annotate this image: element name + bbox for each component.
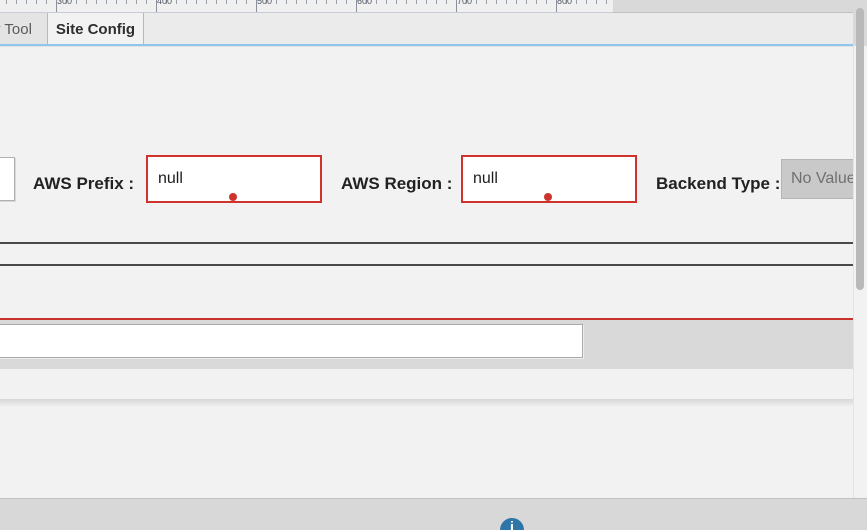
ruler-minor-tick: [366, 0, 367, 4]
backend-type-value: No Value: [791, 170, 856, 187]
tab-site-config[interactable]: Site Config: [48, 13, 144, 45]
ruler-label: 300: [57, 0, 73, 6]
ruler-minor-tick: [596, 0, 597, 4]
ruler-minor-tick: [536, 0, 537, 4]
section-divider-lower: [0, 264, 853, 266]
config-form-row: AWS Prefix : null AWS Region : null Back…: [0, 155, 867, 213]
ruler-minor-tick: [436, 0, 437, 4]
ruler-major-tick: [556, 0, 557, 12]
ruler-minor-tick: [176, 0, 177, 4]
aws-region-value: null: [473, 170, 498, 187]
ruler-minor-tick: [266, 0, 267, 4]
ruler-minor-tick: [126, 0, 127, 4]
ruler-minor-tick: [306, 0, 307, 4]
aws-prefix-label: AWS Prefix :: [33, 174, 135, 193]
lower-panel: [0, 369, 853, 399]
ruler-minor-tick: [76, 0, 77, 4]
ruler-minor-tick: [446, 0, 447, 4]
ruler-major-tick: [256, 0, 257, 12]
ruler-minor-tick: [166, 0, 167, 4]
panel-shadow: [0, 399, 853, 407]
ruler-minor-tick: [196, 0, 197, 4]
ruler-label: 700: [457, 0, 473, 6]
tab-bar-filler: [145, 13, 853, 45]
footer-bar: [0, 498, 867, 530]
ruler-minor-tick: [46, 0, 47, 4]
ruler-minor-tick: [106, 0, 107, 4]
ruler-label: 600: [357, 0, 373, 6]
tab-bar: y Tool Site Config: [0, 13, 867, 46]
info-badge-glyph: i: [509, 519, 515, 530]
aws-prefix-required-dot: [229, 193, 237, 201]
ruler-minor-tick: [486, 0, 487, 4]
ruler-minor-tick: [36, 0, 37, 4]
error-divider: [0, 318, 853, 320]
info-circle-icon[interactable]: i: [500, 518, 524, 530]
ruler-minor-tick: [216, 0, 217, 4]
ruler-minor-tick: [526, 0, 527, 4]
ruler-label: 800: [557, 0, 573, 6]
ruler-minor-tick: [406, 0, 407, 4]
ruler-major-tick: [156, 0, 157, 12]
tab-y-tool-label: y Tool: [0, 20, 32, 38]
ruler-minor-tick: [6, 0, 7, 4]
ruler-minor-tick: [246, 0, 247, 4]
ruler-minor-tick: [506, 0, 507, 4]
ruler-major-tick: [456, 0, 457, 12]
ruler-minor-tick: [376, 0, 377, 4]
ruler-minor-tick: [86, 0, 87, 4]
ruler-minor-tick: [466, 0, 467, 4]
ruler-minor-tick: [326, 0, 327, 4]
aws-prefix-value: null: [158, 170, 183, 187]
ruler-minor-tick: [26, 0, 27, 4]
ruler-minor-tick: [396, 0, 397, 4]
ruler-minor-tick: [336, 0, 337, 4]
ruler-minor-tick: [136, 0, 137, 4]
aws-region-required-dot: [544, 193, 552, 201]
ruler-minor-tick: [16, 0, 17, 4]
ruler-minor-tick: [496, 0, 497, 4]
wide-text-input[interactable]: [0, 324, 583, 358]
ruler-label: 400: [157, 0, 173, 6]
tab-site-config-label: Site Config: [55, 20, 136, 38]
section-divider-upper: [0, 242, 853, 244]
ruler-minor-tick: [546, 0, 547, 4]
ruler-minor-tick: [416, 0, 417, 4]
ruler-minor-tick: [206, 0, 207, 4]
ruler-label: 500: [257, 0, 273, 6]
ruler-minor-tick: [276, 0, 277, 4]
backend-type-label: Backend Type :: [656, 174, 781, 193]
ruler-inactive-region: [613, 0, 867, 13]
ruler-major-tick: [56, 0, 57, 12]
ruler-minor-tick: [606, 0, 607, 4]
ruler-minor-tick: [316, 0, 317, 4]
ruler-minor-tick: [476, 0, 477, 4]
backend-type-input[interactable]: No Value: [781, 159, 867, 199]
ruler-minor-tick: [286, 0, 287, 4]
ruler-minor-tick: [426, 0, 427, 4]
ruler-minor-tick: [66, 0, 67, 4]
ruler-minor-tick: [236, 0, 237, 4]
ruler-major-tick: [356, 0, 357, 12]
ruler-minor-tick: [576, 0, 577, 4]
vertical-scrollbar-thumb[interactable]: [856, 8, 864, 290]
ruler-minor-tick: [116, 0, 117, 4]
ruler-minor-tick: [516, 0, 517, 4]
ruler-minor-tick: [186, 0, 187, 4]
tab-y-tool[interactable]: y Tool: [0, 13, 48, 45]
ruler-minor-tick: [566, 0, 567, 4]
ruler-minor-tick: [146, 0, 147, 4]
ruler-minor-tick: [226, 0, 227, 4]
ruler-minor-tick: [296, 0, 297, 4]
ruler-minor-tick: [96, 0, 97, 4]
horizontal-ruler: 300 400 500 600 700 800: [0, 0, 613, 13]
ruler-minor-tick: [346, 0, 347, 4]
ruler-minor-tick: [386, 0, 387, 4]
aws-region-label: AWS Region :: [341, 174, 453, 193]
tab-bar-active-underline: [0, 44, 853, 46]
clipped-input-left[interactable]: [0, 157, 15, 201]
content-pane: AWS Prefix : null AWS Region : null Back…: [0, 46, 867, 530]
ruler-minor-tick: [586, 0, 587, 4]
